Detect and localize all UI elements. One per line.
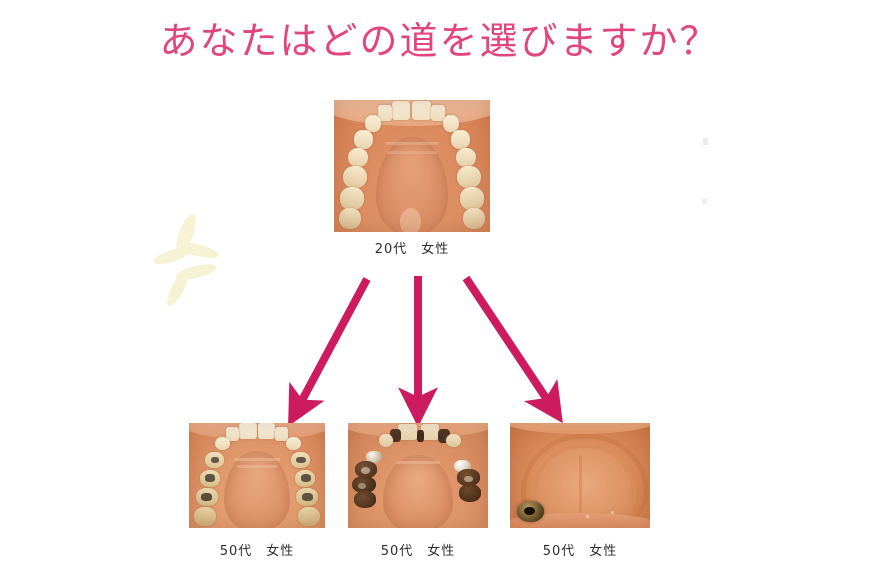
scan-speck-lower (702, 199, 707, 204)
photo-intraoral-maxilla-decayed (348, 423, 488, 528)
photo-intraoral-maxilla-edentulous (510, 423, 650, 528)
arrow-left (288, 277, 371, 427)
page-title: あなたはどの道を選びますか？ (159, 19, 720, 63)
arrow-right (462, 275, 563, 424)
scan-speck-upper (703, 138, 708, 145)
photo-intraoral-maxilla-healthy (334, 100, 490, 232)
caption-top-case: 20代 女性 (374, 242, 450, 257)
photo-intraoral-maxilla-restored (189, 423, 325, 528)
caption-outcome-2: 50代 女性 (380, 544, 456, 559)
flower-sparkle-decoration (150, 212, 240, 308)
caption-outcome-3: 50代 女性 (542, 544, 618, 559)
caption-outcome-1: 50代 女性 (219, 544, 295, 559)
